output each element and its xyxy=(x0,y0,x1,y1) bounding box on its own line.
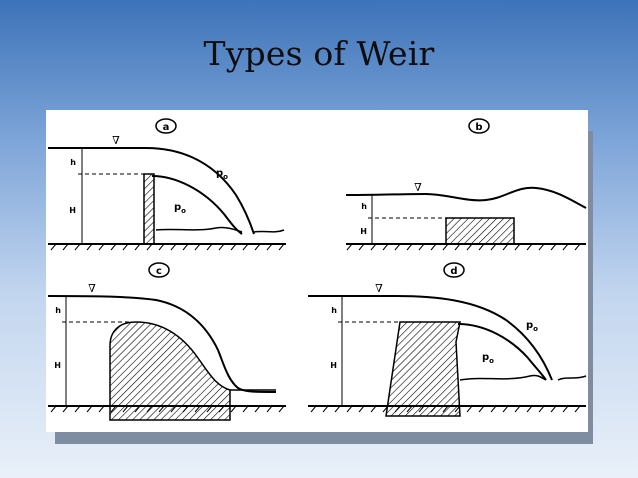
panel-a-height-label: H xyxy=(69,206,76,215)
panel-a-nappe-lower xyxy=(151,175,243,235)
panel-b: b ∇ h H xyxy=(345,118,587,251)
panel-a-tailwater xyxy=(155,226,285,233)
panel-d-pressure-label-outer: po xyxy=(526,320,538,333)
panel-b-weir-block xyxy=(445,217,515,245)
panel-d: d ∇ h H po po xyxy=(308,262,587,417)
panel-a-weir-plate xyxy=(143,173,155,245)
panel-d-label: d xyxy=(450,266,457,277)
panel-b-height-label: H xyxy=(360,227,367,236)
panel-d-height-label: H xyxy=(330,361,337,370)
weir-diagram: a ∇ h H xyxy=(47,118,587,421)
panel-c-label-circle xyxy=(148,262,170,278)
panel-d-weir-body xyxy=(385,321,461,417)
panel-c-label: c xyxy=(156,266,162,277)
panel-d-water-symbol: ∇ xyxy=(375,282,383,295)
panel-b-bed-hatching xyxy=(346,243,581,251)
panel-a-nappe-upper xyxy=(48,147,255,235)
panel-d-label-circle xyxy=(443,262,465,278)
panel-a-head-label: h xyxy=(70,158,76,167)
panel-b-label-circle xyxy=(468,118,490,134)
panel-b-water-symbol: ∇ xyxy=(414,181,422,194)
panel-c-ogee-body xyxy=(109,321,231,421)
panel-c-head-label: h xyxy=(55,306,61,315)
panel-b-head-label: h xyxy=(361,202,367,211)
panel-d-head-label: h xyxy=(331,306,337,315)
panel-d-nappe-lower xyxy=(457,323,547,381)
panel-b-water-surface xyxy=(345,186,587,209)
panel-a-pressure-label-outer: po xyxy=(216,168,228,181)
panel-c-water-symbol: ∇ xyxy=(88,282,96,295)
panel-c: c ∇ h H xyxy=(47,262,286,421)
panel-d-tailwater xyxy=(459,374,587,381)
panel-a-pressure-label-inner: po xyxy=(174,202,186,215)
weir-types-figure: a ∇ h H xyxy=(46,110,588,432)
slide-title: Types of Weir xyxy=(203,34,435,73)
panel-a-water-symbol: ∇ xyxy=(112,134,120,147)
panel-d-nappe-upper xyxy=(308,295,553,381)
panel-a-bed-hatching xyxy=(50,243,285,251)
panel-d-pressure-label-inner: po xyxy=(482,352,494,365)
panel-a-label: a xyxy=(163,122,170,133)
panel-c-height-label: H xyxy=(54,361,61,370)
panel-a-label-circle xyxy=(155,118,177,134)
panel-a: a ∇ h H xyxy=(48,118,286,251)
panel-b-label: b xyxy=(475,122,482,133)
